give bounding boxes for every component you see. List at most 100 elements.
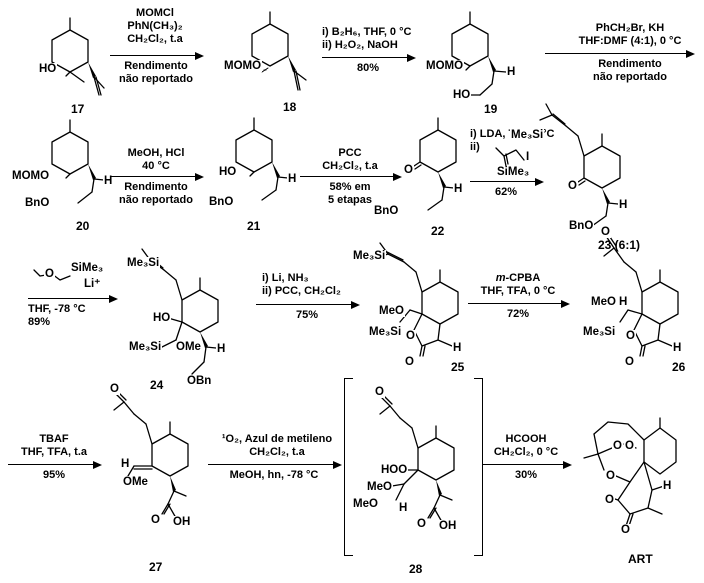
yield-line: 58% em [329, 181, 371, 193]
atom-o-ketone-27: O [109, 383, 120, 395]
reagent-line: PCC [338, 147, 362, 159]
label-compound-19: 19 [484, 102, 498, 116]
atom-bno-20: BnO [24, 197, 51, 209]
atom-h-27: H [120, 458, 131, 470]
label-compound-18: 18 [283, 100, 297, 114]
label-compound-20: 20 [76, 219, 90, 233]
reagent-line: CH₂Cl₂, t.a [322, 160, 378, 172]
atom-o-22: O [403, 164, 414, 176]
atom-tms-26: Me₃Si [582, 326, 617, 338]
atom-o-peroxide-b: O [624, 440, 635, 452]
conditions-step11-below: MeOH, hn, -78 °C [208, 469, 340, 482]
reagent-line: HCOOH [505, 433, 547, 445]
label-compound-28: 28 [409, 562, 423, 576]
atom-h-23: H [618, 199, 629, 211]
conditions-step1: MOMCl PhN(CH₃)₂ CH₂Cl₂, t.a [110, 7, 200, 46]
label-compound-27: 27 [149, 560, 163, 574]
yield-line: não reportado [119, 73, 193, 85]
atom-bno-21: BnO [208, 196, 235, 208]
reaction-arrow-1 [110, 51, 204, 60]
yield-step4: Rendimento não reportado [110, 181, 202, 207]
reagent-line: m-CPBA [495, 272, 541, 284]
reagent-line: THF, TFA, t.a [21, 446, 87, 458]
conditions-step10: TBAF THF, TFA, t.a [8, 433, 100, 459]
conditions-step9: m-CPBA THF, TFA, 0 °C [468, 272, 568, 298]
label-compound-26: 26 [672, 360, 686, 374]
label-compound-22: 22 [431, 224, 445, 238]
reaction-arrow-11 [208, 460, 342, 469]
atom-o-ring-26: O [625, 330, 636, 342]
atom-h-20: H [103, 175, 114, 187]
atom-h-24: H [216, 343, 227, 355]
label-compound-25: 25 [451, 360, 465, 374]
yield-line: Rendimento [124, 181, 188, 193]
atom-o-acid-28: O [416, 518, 427, 530]
atom-oh-27: OH [172, 516, 192, 528]
yield-step2: 80% [322, 62, 414, 75]
reagent-line: ¹O₂, Azul de metileno [221, 433, 333, 445]
atom-o-ether-art: O [605, 470, 616, 482]
atom-h-25: H [452, 342, 463, 354]
reagent-line: ii) PCC, CH₂Cl₂ [262, 285, 341, 297]
reaction-arrow-12 [482, 460, 572, 469]
atom-o-acid-27: O [150, 514, 161, 526]
atom-ho-24: HO [152, 312, 172, 324]
reagent-line: i) Li, NH₃ [262, 272, 309, 284]
atom-meo-28a: MeO [366, 481, 393, 493]
yield-line: 72% [506, 308, 530, 320]
atom-momo-20: MOMO [11, 170, 51, 182]
atom-o-carbonyl-art: O [620, 524, 631, 536]
yield-line: Rendimento [598, 58, 662, 70]
atom-ome-24: OMe [175, 341, 202, 353]
atom-o-reagent: O [44, 268, 55, 280]
reagent-line: ii) [470, 141, 480, 153]
conditions-step5: PCC CH₂Cl₂, t.a [300, 147, 400, 173]
yield-step6: 62% [470, 186, 542, 199]
conditions-step4: MeOH, HCl 40 °C [110, 147, 202, 173]
yield-step12: 30% [482, 469, 570, 482]
reagent-line: MeOH, HCl [127, 147, 185, 159]
atom-h-22: H [453, 183, 464, 195]
reaction-arrow-3 [545, 49, 695, 58]
atom-meo-26: MeO [590, 296, 617, 308]
atom-o-23: O [567, 180, 578, 192]
atom-o-carbonyl-26: O [624, 356, 635, 368]
atom-h-19: H [506, 66, 517, 78]
conditions-step11: ¹O₂, Azul de metileno CH₂Cl₂, t.a [212, 433, 342, 459]
reagent-line: CH₂Cl₂, t.a [127, 33, 183, 45]
conditions-step7: THF, -78 °C 89% [28, 303, 86, 329]
atom-h-28: H [398, 502, 409, 514]
atom-o-lactone-art: O [604, 494, 615, 506]
reaction-arrow-4 [110, 172, 204, 181]
atom-ho-19: HO [452, 89, 472, 101]
reaction-arrow-9 [468, 299, 570, 308]
label-compound-23: 23 (6:1) [598, 238, 641, 252]
reaction-arrow-6 [470, 177, 544, 186]
reaction-arrow-8 [256, 300, 360, 309]
reagent-line: THF, TFA, 0 °C [480, 285, 556, 297]
reaction-arrow-10 [8, 460, 102, 469]
reagent-line: MOMCl [136, 7, 174, 19]
atom-tms-25: Me₃Si [352, 250, 387, 262]
reagent-line: PhN(CH₃)₂ [127, 20, 183, 32]
yield-step1: Rendimento não reportado [110, 60, 202, 86]
atom-tms-24b: Me₃Si [128, 341, 163, 353]
reagent-line: MeOH, hn, -78 °C [229, 469, 319, 481]
yield-step5: 58% em 5 etapas [300, 181, 400, 207]
yield-line: 80% [356, 62, 380, 74]
reagent-line: THF, -78 °C [28, 303, 86, 315]
atom-o-ring-25: O [405, 330, 416, 342]
atom-h-26: H [672, 342, 683, 354]
atom-oh-28: OH [438, 520, 458, 532]
atom-tms-24: Me₃Si [126, 257, 161, 269]
atom-ho-17: HO [38, 63, 58, 75]
